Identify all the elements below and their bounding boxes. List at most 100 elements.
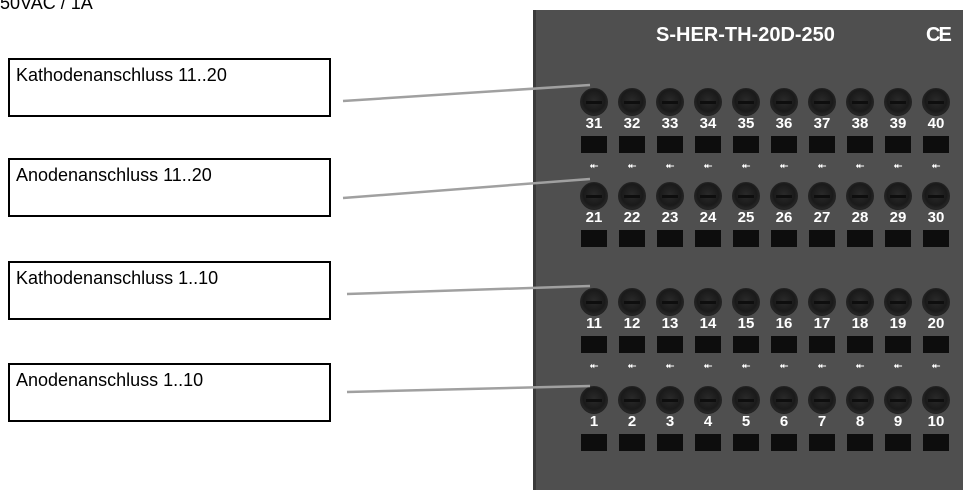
ce-mark-icon: CE: [926, 24, 952, 46]
terminal-screw-icon: [656, 386, 684, 414]
terminal-screw-icon: [694, 88, 722, 116]
wire-slot: [771, 136, 797, 153]
terminal-number: 36: [775, 115, 793, 132]
terminal-screw-icon: [732, 288, 760, 316]
wire-slot: [695, 336, 721, 353]
terminal-number: 29: [889, 209, 907, 226]
terminal-screw-icon: [580, 288, 608, 316]
terminal-screw-icon: [770, 182, 798, 210]
terminal-screw-icon: [846, 88, 874, 116]
terminal-number: 37: [813, 115, 831, 132]
diode-icon: ⯬: [931, 160, 941, 172]
wire-slot: [771, 230, 797, 247]
wire-slot: [581, 336, 607, 353]
wire-slot: [619, 434, 645, 451]
label-text: Anodenanschluss 11..20: [16, 165, 212, 185]
wire-slot: [771, 336, 797, 353]
terminal-screw-icon: [884, 288, 912, 316]
terminal-number: 31: [585, 115, 603, 132]
diode-icon: ⯬: [817, 160, 827, 172]
terminal-screw-icon: [922, 182, 950, 210]
label-text: Kathodenanschluss 11..20: [16, 65, 227, 85]
terminal-screw-icon: [808, 386, 836, 414]
wire-slot: [923, 434, 949, 451]
diode-icon: ⯬: [627, 160, 637, 172]
wire-slot: [923, 230, 949, 247]
terminal-number: 26: [775, 209, 793, 226]
wire-slot: [885, 136, 911, 153]
wire-slot: [581, 230, 607, 247]
terminal-number: 34: [699, 115, 717, 132]
wire-slot: [809, 230, 835, 247]
diode-icon: ⯬: [893, 360, 903, 372]
wire-slot: [657, 136, 683, 153]
wire-slot: [619, 336, 645, 353]
wire-slot: [657, 336, 683, 353]
wire-slot: [733, 336, 759, 353]
label-box-anoden-1-10: Anodenanschluss 1..10: [8, 363, 331, 422]
wire-slot: [733, 136, 759, 153]
terminal-number: 30: [927, 209, 945, 226]
diode-icon: ⯬: [589, 160, 599, 172]
terminal-number: 2: [627, 413, 637, 430]
wire-slot: [847, 336, 873, 353]
terminal-number: 35: [737, 115, 755, 132]
wire-slot: [619, 230, 645, 247]
terminal-number: 12: [623, 315, 641, 332]
diode-icon: ⯬: [741, 160, 751, 172]
terminal-screw-icon: [618, 182, 646, 210]
terminal-number: 27: [813, 209, 831, 226]
terminal-number: 7: [817, 413, 827, 430]
terminal-screw-icon: [732, 182, 760, 210]
diode-icon: ⯬: [779, 160, 789, 172]
terminal-number: 33: [661, 115, 679, 132]
terminal-screw-icon: [618, 288, 646, 316]
diode-icon: ⯬: [817, 360, 827, 372]
terminal-number: 25: [737, 209, 755, 226]
terminal-screw-icon: [580, 182, 608, 210]
wire-slot: [581, 136, 607, 153]
wire-slot: [657, 434, 683, 451]
wire-slot: [923, 136, 949, 153]
terminal-screw-icon: [656, 88, 684, 116]
leader-line-kathoden-11-20: [342, 83, 591, 103]
diode-icon: ⯬: [931, 360, 941, 372]
wire-slot: [809, 136, 835, 153]
terminal-number: 38: [851, 115, 869, 132]
terminal-screw-icon: [618, 386, 646, 414]
diode-icon: ⯬: [703, 360, 713, 372]
terminal-number: 5: [741, 413, 751, 430]
terminal-screw-icon: [808, 182, 836, 210]
wire-slot: [847, 230, 873, 247]
terminal-screw-icon: [656, 182, 684, 210]
wire-slot: [695, 434, 721, 451]
terminal-number: 18: [851, 315, 869, 332]
label-box-kathoden-11-20: Kathodenanschluss 11..20: [8, 58, 331, 117]
terminal-number: 21: [585, 209, 603, 226]
wire-slot: [695, 136, 721, 153]
wire-slot: [809, 434, 835, 451]
terminal-screw-icon: [770, 386, 798, 414]
terminal-number: 22: [623, 209, 641, 226]
terminal-number: 23: [661, 209, 679, 226]
diode-icon: ⯬: [779, 360, 789, 372]
terminal-number: 6: [779, 413, 789, 430]
terminal-screw-icon: [922, 88, 950, 116]
terminal-screw-icon: [846, 182, 874, 210]
terminal-number: 10: [927, 413, 945, 430]
wire-slot: [885, 336, 911, 353]
terminal-number: 15: [737, 315, 755, 332]
wire-slot: [885, 434, 911, 451]
terminal-number: 4: [703, 413, 713, 430]
terminal-screw-icon: [580, 386, 608, 414]
diode-icon: ⯬: [855, 360, 865, 372]
wire-slot: [771, 434, 797, 451]
terminal-screw-icon: [732, 88, 760, 116]
terminal-number: 9: [893, 413, 903, 430]
terminal-number: 1: [589, 413, 599, 430]
diode-icon: ⯬: [741, 360, 751, 372]
label-text: Anodenanschluss 1..10: [16, 370, 204, 390]
diode-icon: ⯬: [855, 160, 865, 172]
terminal-number: 11: [586, 315, 602, 332]
terminal-screw-icon: [922, 288, 950, 316]
